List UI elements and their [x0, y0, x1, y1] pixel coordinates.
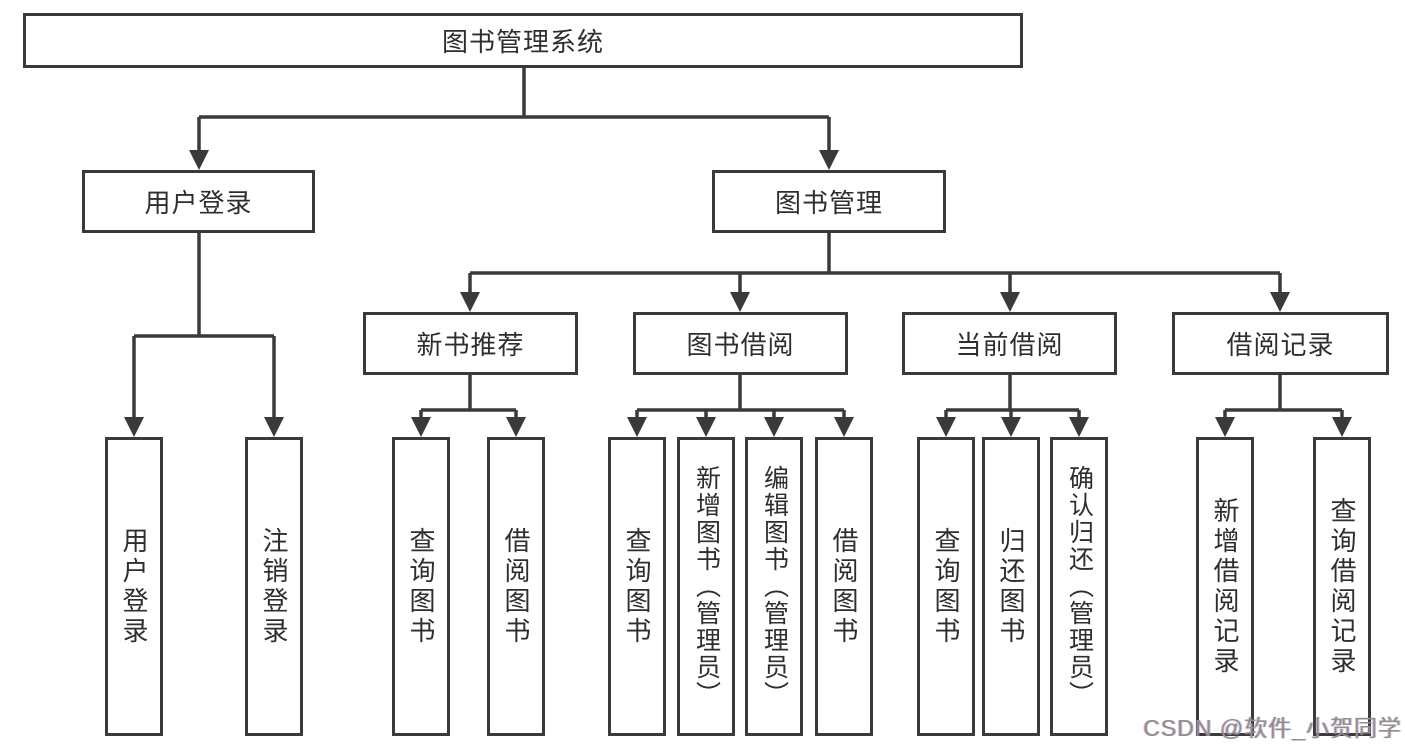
- node-book-borrowing: 图书借阅: [633, 312, 848, 375]
- node-label: 图书管理系统: [441, 27, 604, 57]
- node-new-book-recommendation: 新书推荐: [363, 312, 578, 375]
- node-label: 借阅记录: [1226, 330, 1335, 360]
- leaf-edit-books-admin: 编辑图书（管理员）: [745, 437, 803, 736]
- leaf-query-books-current: 查询图书: [917, 437, 975, 736]
- node-label: 用户登录: [144, 188, 253, 218]
- node-label: 新书推荐: [416, 330, 525, 360]
- node-label: 图书管理: [774, 188, 883, 218]
- leaf-label: 查询图书: [931, 526, 961, 647]
- watermark-text: CSDN @软件_小贺同学: [1143, 715, 1402, 741]
- node-label: 当前借阅: [955, 330, 1064, 360]
- leaf-logout: 注销登录: [245, 437, 303, 736]
- node-current-borrowing: 当前借阅: [902, 312, 1117, 375]
- leaf-label: 编辑图书（管理员）: [760, 465, 789, 708]
- leaf-confirm-return-admin: 确认归还（管理员）: [1050, 437, 1108, 736]
- node-label: 图书借阅: [686, 330, 795, 360]
- node-book-management: 图书管理: [712, 170, 946, 233]
- leaf-query-books-recommend: 查询图书: [392, 437, 450, 736]
- leaf-label: 查询借阅记录: [1327, 496, 1357, 677]
- leaf-label: 确认归还（管理员）: [1065, 465, 1094, 708]
- leaf-label: 新增图书（管理员）: [692, 465, 721, 708]
- leaf-add-borrow-record: 新增借阅记录: [1196, 437, 1254, 736]
- leaf-borrow-books: 借阅图书: [815, 437, 873, 736]
- leaf-label: 注销登录: [259, 526, 289, 647]
- node-library-management-system: 图书管理系统: [23, 13, 1023, 68]
- node-user-login: 用户登录: [82, 170, 315, 233]
- leaf-label: 查询图书: [406, 526, 436, 647]
- leaf-return-books: 归还图书: [982, 437, 1040, 736]
- node-borrowing-records: 借阅记录: [1172, 312, 1389, 375]
- leaf-borrow-books-recommend: 借阅图书: [487, 437, 545, 736]
- leaf-label: 借阅图书: [829, 526, 859, 647]
- leaf-label: 归还图书: [996, 526, 1026, 647]
- leaf-query-borrow-record: 查询借阅记录: [1313, 437, 1371, 736]
- leaf-label: 新增借阅记录: [1210, 496, 1240, 677]
- leaf-query-books-borrowing: 查询图书: [608, 437, 666, 736]
- leaf-label: 查询图书: [622, 526, 652, 647]
- leaf-label: 用户登录: [119, 526, 149, 647]
- leaf-user-login: 用户登录: [105, 437, 163, 736]
- leaf-label: 借阅图书: [501, 526, 531, 647]
- leaf-add-books-admin: 新增图书（管理员）: [677, 437, 735, 736]
